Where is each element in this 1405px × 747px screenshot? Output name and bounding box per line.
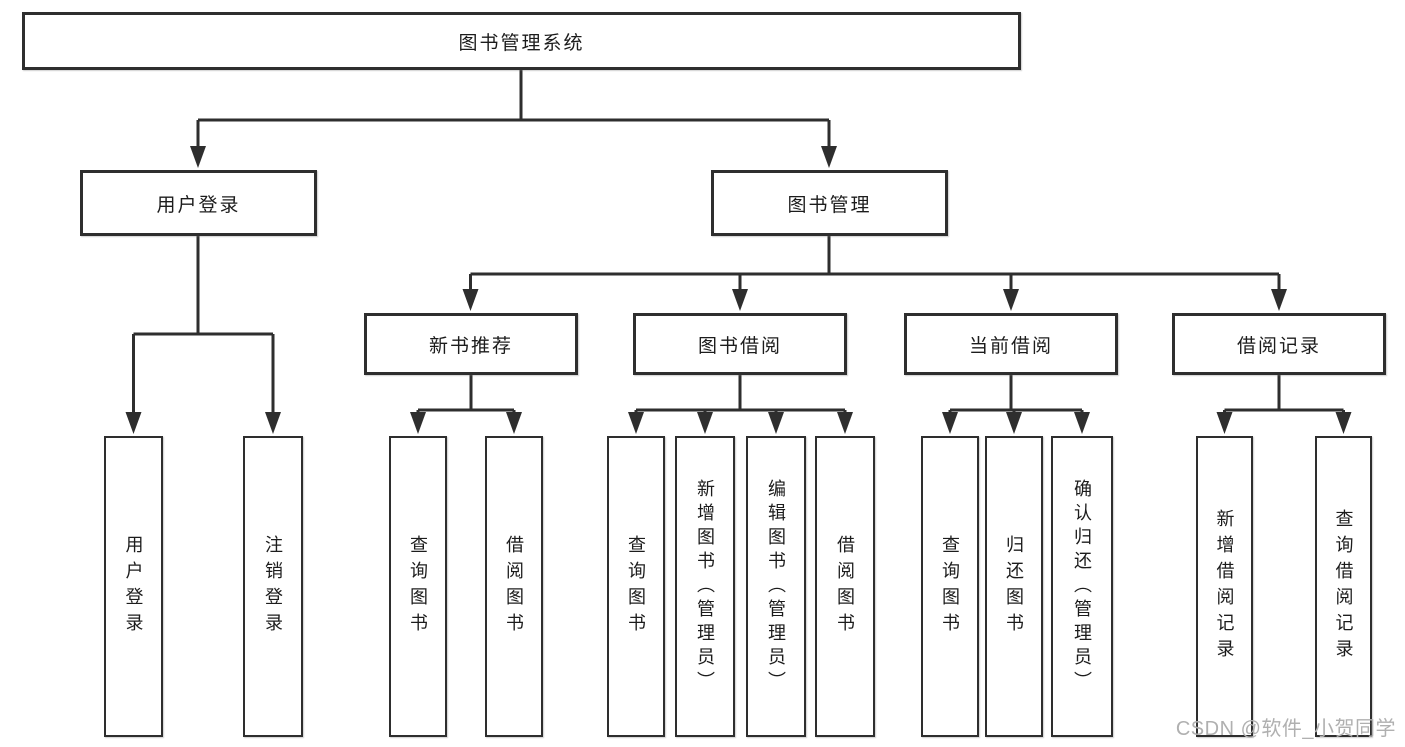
arrowheads (125, 146, 1352, 434)
leaf-user-login: 用户登录 (104, 436, 163, 737)
leaf-query-book-current-label: 查询图书 (940, 534, 960, 639)
leaf-return-book-label: 归还图书 (1004, 534, 1024, 639)
leaf-confirm-return-admin: 确认归还（管理员） (1051, 436, 1113, 737)
leaf-edit-book-admin-label: 编辑图书（管理员） (766, 478, 786, 695)
node-user-login: 用户登录 (80, 170, 317, 236)
node-root-system: 图书管理系统 (22, 12, 1021, 70)
node-current-borrow: 当前借阅 (904, 313, 1118, 375)
node-book-management-label: 图书管理 (787, 194, 872, 216)
leaf-edit-book-admin: 编辑图书（管理员） (746, 436, 806, 737)
node-new-book-recommend-label: 新书推荐 (428, 335, 513, 357)
leaf-confirm-return-admin-label: 确认归还（管理员） (1072, 478, 1092, 695)
leaf-return-book: 归还图书 (985, 436, 1043, 737)
leaf-add-borrow-record: 新增借阅记录 (1196, 436, 1253, 737)
node-book-borrow: 图书借阅 (633, 313, 847, 375)
leaf-user-login-label: 用户登录 (123, 534, 144, 639)
leaf-add-borrow-record-label: 新增借阅记录 (1214, 508, 1235, 665)
leaf-borrow-book-recommend-label: 借阅图书 (504, 534, 524, 639)
csdn-watermark: CSDN @软件_小贺同学 (1175, 718, 1396, 740)
node-borrow-record: 借阅记录 (1172, 313, 1386, 375)
leaf-query-book-current: 查询图书 (921, 436, 979, 737)
node-borrow-record-label: 借阅记录 (1236, 335, 1321, 357)
node-user-login-label: 用户登录 (156, 194, 241, 216)
leaf-query-book-borrow-label: 查询图书 (626, 534, 646, 639)
leaf-add-book-admin: 新增图书（管理员） (675, 436, 735, 737)
leaf-query-borrow-record: 查询借阅记录 (1315, 436, 1372, 737)
leaf-borrow-book: 借阅图书 (815, 436, 875, 737)
node-book-management: 图书管理 (711, 170, 948, 236)
leaf-logout-label: 注销登录 (263, 534, 283, 639)
leaf-add-book-admin-label: 新增图书（管理员） (695, 478, 715, 695)
leaf-borrow-book-label: 借阅图书 (835, 534, 855, 639)
leaf-query-book-recommend: 查询图书 (389, 436, 447, 737)
leaf-query-book-borrow: 查询图书 (607, 436, 665, 737)
node-root-label: 图书管理系统 (458, 32, 585, 54)
node-book-borrow-label: 图书借阅 (697, 335, 782, 357)
leaf-query-book-recommend-label: 查询图书 (408, 534, 428, 639)
leaf-borrow-book-recommend: 借阅图书 (485, 436, 543, 737)
node-current-borrow-label: 当前借阅 (968, 335, 1053, 357)
leaf-logout: 注销登录 (243, 436, 303, 737)
leaf-query-borrow-record-label: 查询借阅记录 (1333, 508, 1354, 665)
node-new-book-recommend: 新书推荐 (364, 313, 578, 375)
